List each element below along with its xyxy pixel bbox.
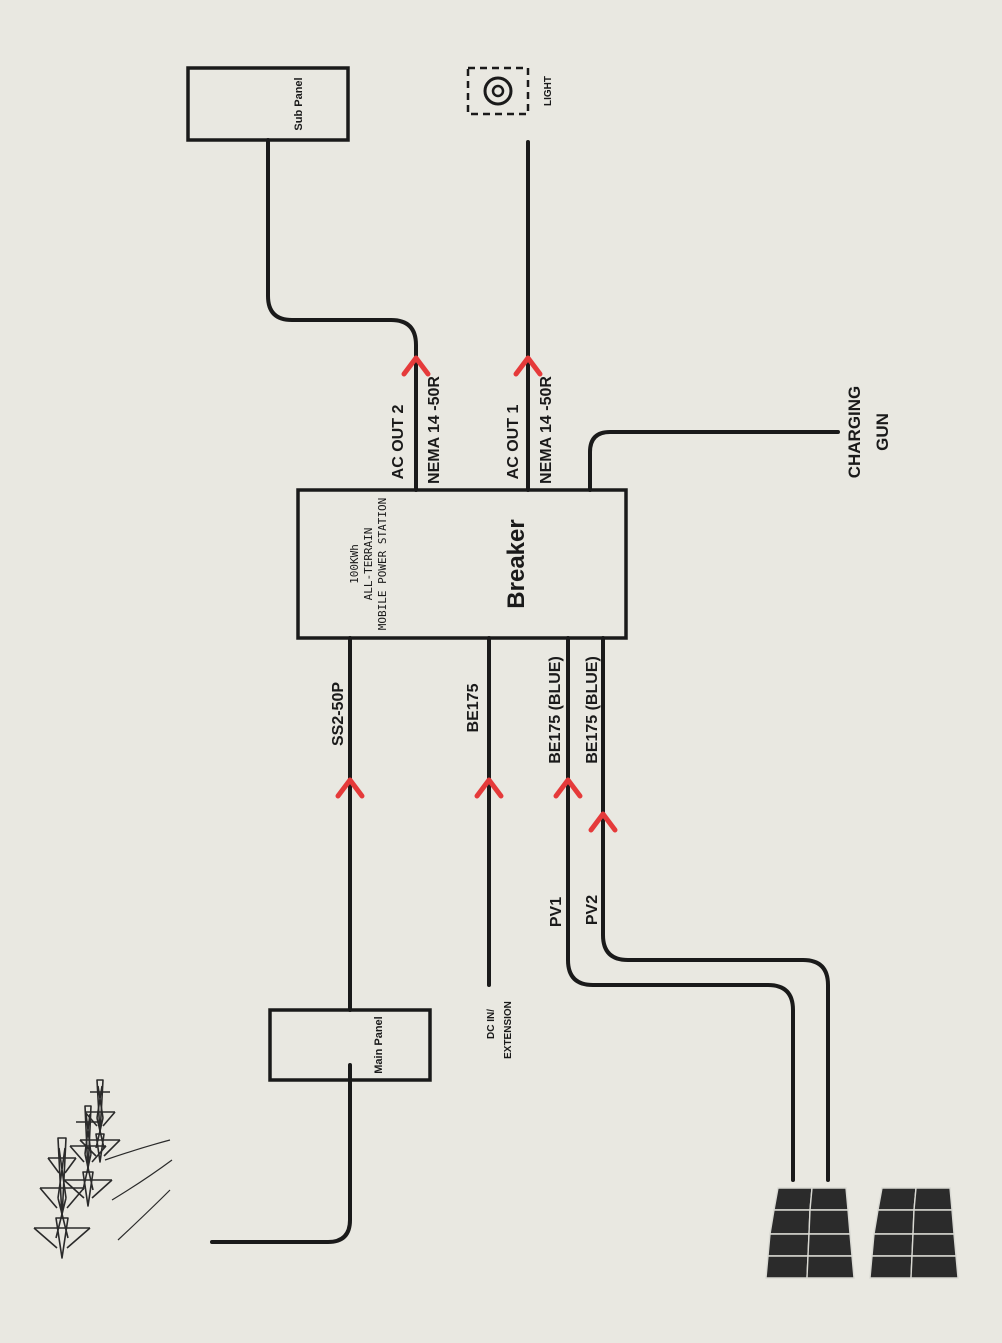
light-label: LIGHT <box>543 76 554 106</box>
dc-input-cable-label: BE175 <box>465 683 482 732</box>
sub-panel-box <box>186 66 350 142</box>
pv2-wire <box>601 636 830 1182</box>
light-fixture-icon <box>466 66 530 116</box>
main-panel: Main Panel <box>268 1008 432 1082</box>
power-station: 100KWh ALL-TERRAIN MOBILE POWER STATION … <box>296 488 628 640</box>
ac-out-2-label: AC OUT 2 <box>390 405 407 480</box>
main-input-cable-label: SS2-50P <box>330 682 347 746</box>
main-panel-box <box>268 1008 432 1082</box>
pv2-input-arrow-icon <box>588 811 618 833</box>
pv2-cable-label: BE175 (BLUE) <box>584 656 601 764</box>
power-tower-icon <box>33 1079 173 1259</box>
ac-out-1-arrow-icon <box>513 355 543 377</box>
station-capacity: 100KWh <box>348 544 361 584</box>
main-panel-label: Main Panel <box>373 1016 385 1073</box>
dc-input-arrow-icon <box>474 777 504 799</box>
pv1-wire <box>566 636 795 1182</box>
station-name: MOBILE POWER STATION <box>376 498 389 630</box>
ac-out-2-connector: NEMA 14 -50R <box>426 376 443 484</box>
breaker-label: Breaker <box>503 519 530 608</box>
power-station-box <box>296 488 628 640</box>
charging-gun-label-line2: GUN <box>873 413 892 451</box>
charging-gun-label-line1: CHARGING <box>845 386 864 479</box>
pv1-input-arrow-icon <box>553 777 583 799</box>
ac-out-2-wire <box>266 138 418 492</box>
ac-out-1-label: AC OUT 1 <box>505 405 522 480</box>
pv1-cable-label: BE175 (BLUE) <box>547 656 564 764</box>
station-type: ALL-TERRAIN <box>362 528 375 601</box>
ac-out-2-arrow-icon <box>401 355 431 377</box>
dc-in-label-line1: DC IN/ <box>486 1009 497 1039</box>
main-input-arrow-icon <box>335 777 365 799</box>
sub-panel: Sub Panel <box>186 66 350 142</box>
grid-to-main-panel-wire <box>210 1063 352 1244</box>
charging-gun-wire <box>588 430 840 492</box>
sub-panel-label: Sub Panel <box>293 77 305 130</box>
ac-out-1-connector: NEMA 14 -50R <box>538 376 555 484</box>
pv2-label: PV2 <box>584 895 601 925</box>
pv1-label: PV1 <box>548 897 565 927</box>
solar-panel-icon <box>765 1187 959 1279</box>
dc-in-label-line2: EXTENSION <box>503 1001 514 1059</box>
